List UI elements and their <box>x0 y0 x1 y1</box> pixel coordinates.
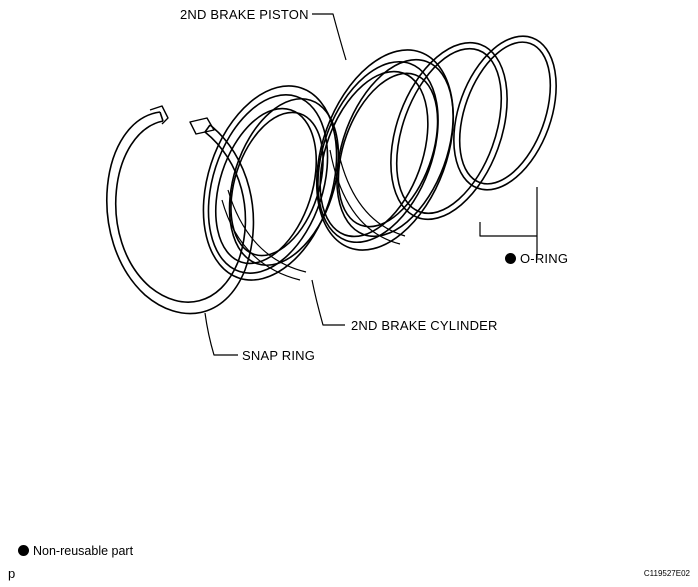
piston-label: 2ND BRAKE PISTON <box>180 7 309 22</box>
snap-ring-label: SNAP RING <box>242 348 316 363</box>
snap-ring-part <box>106 105 255 315</box>
brake-piston-part <box>315 49 455 251</box>
leader-lines <box>204 13 538 356</box>
legend-text: Non-reusable part <box>33 544 134 558</box>
oring-label: O-RING <box>505 251 568 266</box>
o-ring-part <box>390 35 557 221</box>
non-reusable-dot-icon <box>18 545 29 556</box>
non-reusable-dot-icon <box>505 253 516 264</box>
oring-bracket <box>479 187 538 237</box>
corner-mark: p <box>8 566 16 581</box>
legend: Non-reusable part <box>18 544 133 558</box>
piston-leader <box>312 13 347 61</box>
snap-ring-leader <box>204 312 238 356</box>
figure-code: C119527E02 <box>643 569 690 578</box>
cylinder-leader <box>311 279 345 326</box>
brake-cylinder-part <box>202 85 340 281</box>
cylinder-label: 2ND BRAKE CYLINDER <box>351 318 498 333</box>
oring-label-text: O-RING <box>520 251 569 266</box>
